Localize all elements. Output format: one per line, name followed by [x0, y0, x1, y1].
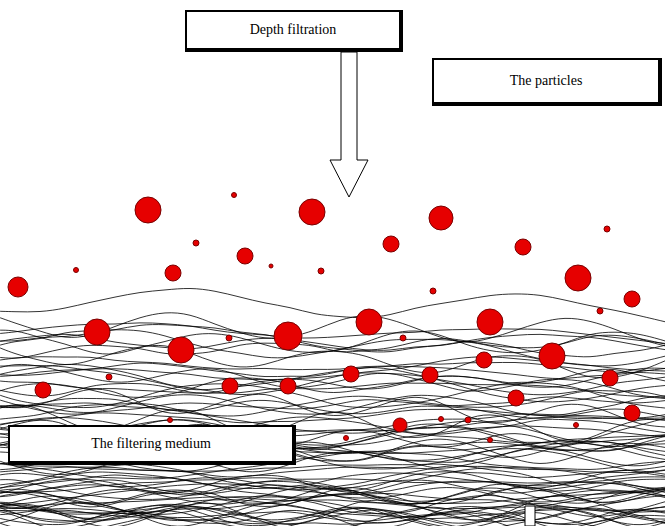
title-box: Depth filtration: [185, 10, 403, 52]
box-label: The particles: [510, 73, 583, 90]
fiber: [0, 364, 665, 397]
fiber: [0, 507, 665, 526]
fiber: [0, 509, 665, 524]
fiber: [0, 398, 665, 418]
particles: [8, 193, 640, 443]
fiber: [0, 391, 665, 421]
box-label: Depth filtration: [250, 22, 337, 39]
fiber: [0, 382, 665, 408]
outflow-arrow: [525, 506, 535, 526]
label-box: The particles: [432, 58, 662, 106]
fiber: [0, 493, 665, 513]
fiber: [0, 357, 665, 374]
fiber: [0, 344, 665, 378]
fiber: [0, 397, 665, 413]
fiber: [0, 491, 665, 509]
fiber: [0, 493, 665, 522]
fiber: [0, 468, 665, 498]
fiber: [0, 288, 665, 321]
fiber: [0, 496, 665, 526]
fiber: [0, 465, 665, 492]
label-box: The filtering medium: [8, 425, 296, 465]
fiber: [0, 508, 665, 526]
fiber: [0, 502, 665, 526]
fiber: [0, 357, 665, 380]
fiber: [0, 470, 665, 495]
fiber: [0, 364, 665, 401]
flow-arrow: [330, 52, 368, 197]
fiber-mesh: [0, 288, 665, 526]
fiber: [0, 313, 665, 346]
box-label: The filtering medium: [91, 436, 211, 453]
